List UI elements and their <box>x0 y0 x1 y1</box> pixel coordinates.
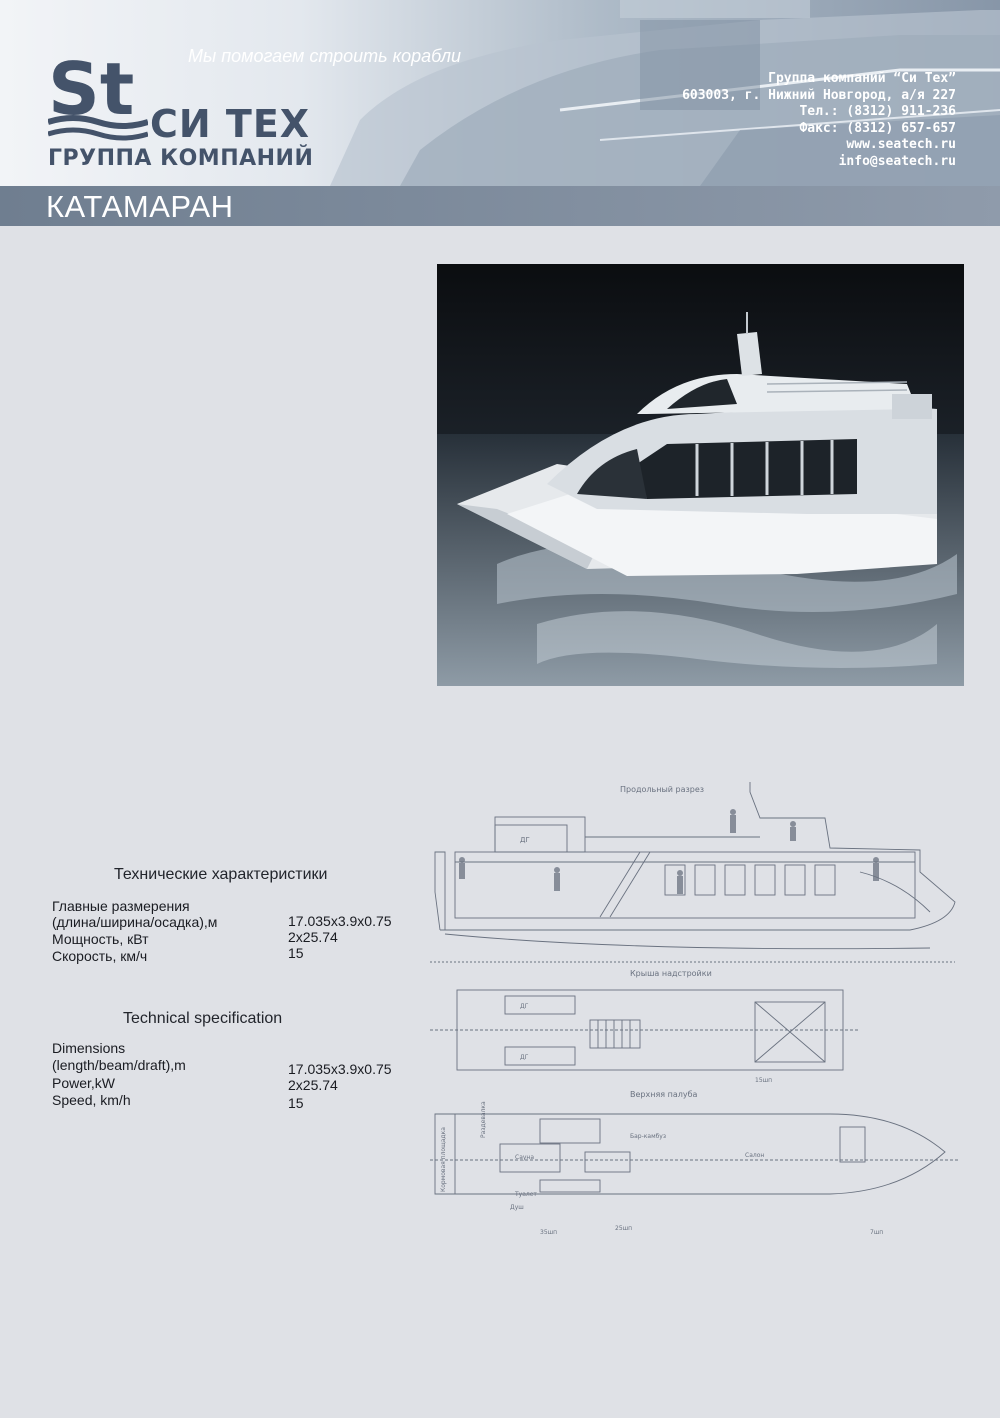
deck-sauna-label: Сауна <box>515 1154 534 1161</box>
email-link[interactable]: info@seatech.ru <box>838 153 956 169</box>
deck-frame-25-label: 25шп <box>615 1225 632 1232</box>
title-bar: КАТАМАРАН <box>0 186 1000 226</box>
roof-dg-bottom-label: ДГ <box>520 1054 529 1061</box>
spec-en-table: Dimensions (length/beam/draft),m 17.035x… <box>52 1040 412 1112</box>
spec-ru-dimensions-label-1: Главные размерения <box>52 898 190 914</box>
roof-dg-top-label: ДГ <box>520 1003 529 1010</box>
spec-en-heading: Technical specification <box>123 1010 283 1027</box>
deck-frame-7-label: 7шп <box>870 1229 883 1236</box>
postal-address: 603003, г. Нижний Новгород, а/я 227 <box>682 87 956 103</box>
spec-en-power-value: 2x25.74 <box>288 1077 338 1093</box>
spec-en-dimensions-label-1: Dimensions <box>52 1040 126 1056</box>
roof-frame-15-label: 15шп <box>755 1077 772 1084</box>
spec-ru-table: Главные размерения (длина/ширина/осадка)… <box>52 898 412 968</box>
catamaran-technical-drawing: Продольный разрез ДГ <box>430 782 960 1236</box>
spec-en-power-label: Power,kW <box>52 1075 116 1091</box>
deck-shower-label: Душ <box>510 1204 524 1211</box>
page-title: КАТАМАРАН <box>46 189 234 224</box>
logo-name: СИ ТЕХ <box>150 102 311 146</box>
company-name: Группа компаний “Си Тех” <box>768 71 956 86</box>
section-label: Продольный разрез <box>620 785 704 794</box>
section-dg-label: ДГ <box>520 836 530 844</box>
page-header: St СИ ТЕХ ГРУППА КОМПАНИЙ Мы помогаем ст… <box>0 0 1000 186</box>
seatech-logo-icon: St <box>48 52 148 141</box>
deck-label: Верхняя палуба <box>630 1090 698 1099</box>
yacht-background-image <box>330 0 1000 186</box>
catamaran-render-image <box>437 264 964 686</box>
deck-stern-platform-label: Кормовая площадка <box>440 1127 447 1192</box>
deck-toilet-label: Туалет <box>514 1191 537 1198</box>
spec-ru-power-label: Мощность, кВт <box>52 931 149 947</box>
tagline: Мы помогаем строить корабли <box>188 46 462 66</box>
deck-frame-35-label: 35шп <box>540 1229 557 1236</box>
deck-salon-label: Салон <box>745 1152 764 1159</box>
spec-ru-speed-value: 15 <box>288 945 304 961</box>
phone-number: Тел.: (8312) 911-236 <box>799 104 956 119</box>
spec-ru-heading: Технические характеристики <box>114 866 328 883</box>
spec-en-dimensions-value: 17.035x3.9x0.75 <box>288 1061 392 1077</box>
spec-en-speed-label: Speed, km/h <box>52 1092 131 1108</box>
deck-locker-label: Раздевалка <box>480 1101 487 1138</box>
website-link[interactable]: www.seatech.ru <box>846 137 956 152</box>
contact-block: Группа компаний “Си Тех” 603003, г. Нижн… <box>682 71 956 170</box>
spec-ru-power-value: 2x25.74 <box>288 929 338 945</box>
fax-number: Факс: (8312) 657-657 <box>799 120 956 136</box>
spec-ru-speed-label: Скорость, км/ч <box>52 948 148 964</box>
spec-en-speed-value: 15 <box>288 1095 304 1111</box>
roof-label: Крыша надстройки <box>630 969 712 978</box>
spec-ru-dimensions-value: 17.035x3.9x0.75 <box>288 913 392 929</box>
deck-bar-label: Бар-камбуз <box>630 1133 666 1140</box>
spec-ru-dimensions-label-2: (длина/ширина/осадка),м <box>52 914 218 930</box>
spec-en-dimensions-label-2: (length/beam/draft),m <box>52 1057 186 1073</box>
logo-group: ГРУППА КОМПАНИЙ <box>48 146 314 171</box>
